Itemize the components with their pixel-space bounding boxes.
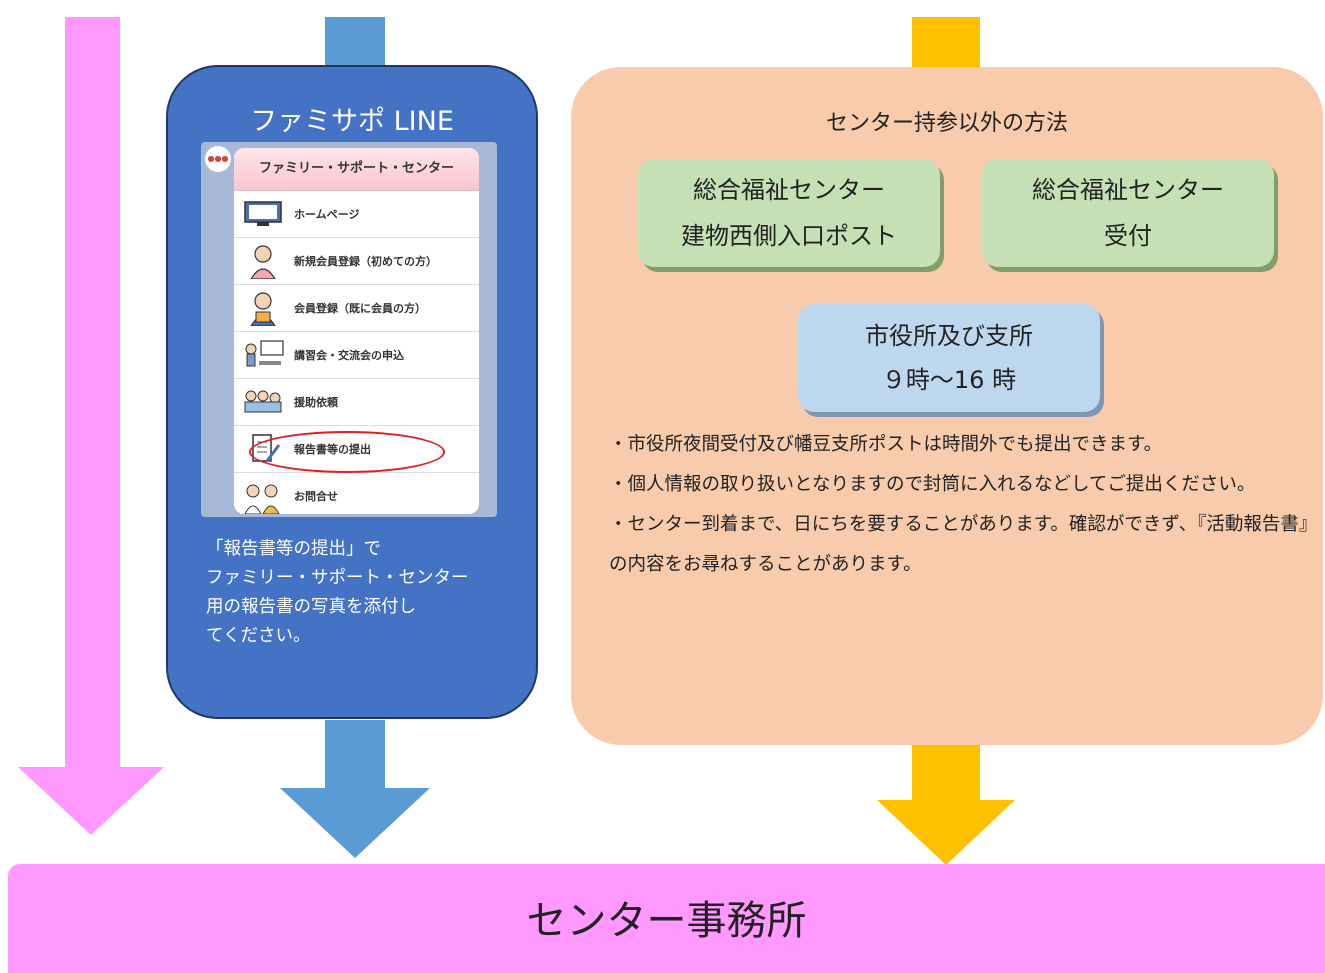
city-hall-title: 市役所及び支所 <box>865 322 1033 350</box>
menu-item-support-request[interactable]: 援助依頼 <box>234 379 479 426</box>
menu-item-label: 会員登録（既に会員の方） <box>294 302 426 315</box>
welfare-center-post-box: 総合福祉センター 建物西側入口ポスト <box>638 159 940 267</box>
monitor-icon <box>238 196 288 232</box>
note-privacy: ・個人情報の取り扱いとなりますので封筒に入れるなどしてご提出ください。 <box>609 474 1256 495</box>
city-hall-box: 市役所及び支所 ９時～16 時 <box>798 304 1100 412</box>
menu-item-label: ホームページ <box>294 208 360 221</box>
menu-item-lecture-application[interactable]: 講習会・交流会の申込 <box>234 332 479 379</box>
menu-item-label: 援助依頼 <box>294 396 338 409</box>
line-panel: ファミサポ LINE ●●● ファミリー・サポート・センター ホームページ 新規… <box>166 65 538 719</box>
menu-header: ファミリー・サポート・センター <box>234 148 479 191</box>
note-after-hours: ・市役所夜間受付及び幡豆支所ポストは時間外でも提出できます。 <box>609 434 1163 455</box>
menu-item-new-member[interactable]: 新規会員登録（初めての方） <box>234 238 479 285</box>
menu-item-label: お問合せ <box>294 490 338 503</box>
yellow-arrow-top <box>912 17 980 69</box>
city-hall-hours: ９時～16 時 <box>881 366 1017 394</box>
note-delivery-time: ・センター到着まで、日にちを要することがあります。確認ができず、『活動報告書』の… <box>609 514 1309 575</box>
pink-arrow-head <box>18 767 164 835</box>
menu-item-inquiry[interactable]: お問合せ <box>234 473 479 514</box>
yellow-arrow-shaft <box>912 740 980 802</box>
other-methods-title: センター持参以外の方法 <box>825 111 1068 136</box>
highlight-circle <box>249 431 445 473</box>
line-panel-note: 「報告書等の提出」で ファミリー・サポート・センター 用の報告書の写真を添付し … <box>206 539 469 646</box>
question-people-icon <box>238 478 288 514</box>
blue-arrow-top <box>325 17 385 69</box>
line-panel-title: ファミサポ LINE <box>250 106 454 137</box>
blue-arrow-shaft <box>325 720 385 792</box>
line-app-screenshot: ●●● ファミリー・サポート・センター ホームページ 新規会員登録（初めての方）… <box>201 142 497 517</box>
other-methods-panel: センター持参以外の方法 総合福祉センター 建物西側入口ポスト 総合福祉センター … <box>571 67 1323 745</box>
pink-arrow-shaft <box>65 17 120 769</box>
yellow-arrow-head <box>877 800 1015 865</box>
lecture-icon <box>238 337 288 373</box>
center-office-label: センター事務所 <box>526 898 807 944</box>
menu-item-label: 講習会・交流会の申込 <box>294 349 404 362</box>
other-methods-notes: ・市役所夜間受付及び幡豆支所ポストは時間外でも提出できます。 ・個人情報の取り扱… <box>609 425 1309 585</box>
people-icon <box>238 384 288 420</box>
person-clipboard-icon <box>238 290 288 326</box>
menu-item-member-registration[interactable]: 会員登録（既に会員の方） <box>234 285 479 332</box>
blue-arrow-head <box>280 788 430 858</box>
menu-item-homepage[interactable]: ホームページ <box>234 191 479 238</box>
center-office-bar: センター事務所 <box>8 864 1325 973</box>
app-logo-icon: ●●● <box>205 146 231 172</box>
welfare-center-reception-box: 総合福祉センター 受付 <box>982 159 1274 267</box>
person-icon <box>238 243 288 279</box>
menu-item-label: 新規会員登録（初めての方） <box>294 255 437 268</box>
